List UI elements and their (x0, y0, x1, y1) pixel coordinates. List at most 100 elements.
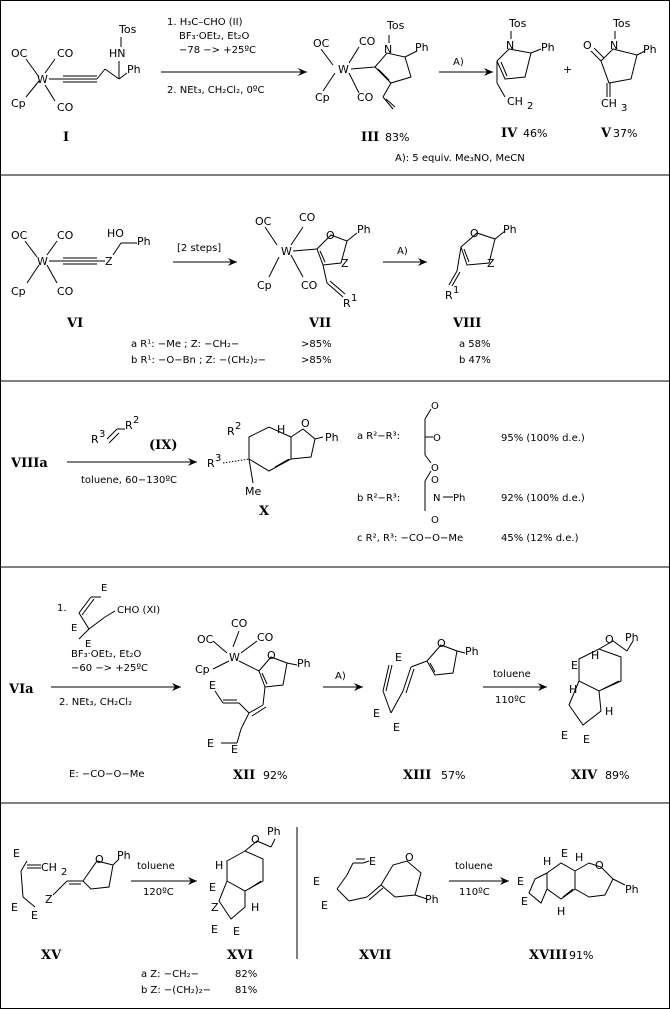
svg-text:Ph: Ph (541, 41, 555, 54)
svg-text:3: 3 (99, 429, 105, 440)
svg-text:Ph: Ph (643, 43, 657, 56)
svg-text:VII: VII (308, 316, 331, 331)
svg-text:Ph: Ph (137, 235, 151, 248)
svg-text:O: O (267, 649, 276, 662)
svg-text:O: O (301, 417, 310, 430)
svg-text:O: O (326, 229, 335, 242)
svg-text:3: 3 (215, 453, 221, 464)
svg-text:H: H (557, 905, 565, 918)
svg-text:2: 2 (133, 415, 139, 426)
svg-text:Ph: Ph (357, 223, 371, 236)
svg-text:OC: OC (11, 229, 28, 242)
svg-text:X: X (259, 504, 270, 519)
compound-IV: N Tos Ph CH 2 IV 46% (496, 17, 555, 141)
svg-text:Cp: Cp (11, 285, 26, 298)
svg-text:BF₃·OEt₂, Et₂O: BF₃·OEt₂, Et₂O (179, 31, 250, 42)
svg-text:92%: 92% (263, 769, 287, 782)
row5-yield-b: 81% (235, 985, 257, 996)
svg-text:O: O (437, 637, 446, 650)
svg-text:Tos: Tos (612, 17, 631, 30)
svg-text:92% (100% d.e.): 92% (100% d.e.) (501, 493, 585, 504)
svg-text:CO: CO (357, 91, 374, 104)
svg-text:E: E (101, 583, 107, 594)
svg-text:OC: OC (255, 215, 272, 228)
svg-text:Ph: Ph (325, 431, 339, 444)
svg-text:CH: CH (601, 97, 617, 110)
svg-text:R: R (445, 289, 453, 302)
svg-text:A): A) (453, 57, 464, 68)
svg-text:H: H (543, 855, 551, 868)
svg-text:E: E (517, 875, 524, 888)
svg-text:O: O (433, 433, 441, 444)
svg-text:OC: OC (197, 633, 214, 646)
svg-text:CH: CH (507, 95, 523, 108)
row2-subst-a: a R¹: −Me ; Z: −CH₂− (131, 339, 239, 350)
svg-text:Ph: Ph (127, 63, 141, 76)
svg-text:Cp: Cp (195, 663, 210, 676)
svg-text:1. H₃C–CHO (II): 1. H₃C–CHO (II) (167, 17, 243, 28)
row3-yield-c: 45% (12% d.e.) (501, 533, 579, 544)
plus-sign: + (563, 63, 572, 76)
svg-text:VIII: VIII (452, 316, 481, 331)
svg-text:Ph: Ph (453, 493, 465, 504)
svg-text:Cp: Cp (315, 91, 330, 104)
svg-text:O: O (595, 859, 604, 872)
svg-text:XIV: XIV (571, 768, 598, 783)
svg-text:W: W (37, 255, 48, 268)
svg-text:H: H (251, 901, 259, 914)
svg-text:CO: CO (57, 47, 74, 60)
svg-text:O: O (583, 39, 592, 52)
svg-text:Ph: Ph (297, 657, 311, 670)
arrow-row5-right: toluene 110ºC (449, 861, 509, 898)
svg-text:2: 2 (527, 101, 533, 112)
row3-substituent-c: c R², R³: −CO−O−Me (357, 533, 463, 544)
svg-text:Ph: Ph (625, 883, 639, 896)
svg-text:OC: OC (313, 37, 330, 50)
svg-text:N: N (384, 43, 392, 56)
svg-text:O: O (431, 475, 439, 486)
svg-text:XIII: XIII (403, 768, 431, 783)
svg-text:120ºC: 120ºC (143, 887, 174, 898)
compound-XVII: E E E O Ph XVII (313, 851, 439, 963)
row3-substituent-a: a R²−R³: O O O 95% (100% d.e.) (357, 401, 585, 474)
svg-text:E: E (561, 847, 568, 860)
compound-VII: OC CO Cp CO W O Z Ph R 1 VII (255, 211, 371, 331)
svg-text:E: E (209, 679, 216, 692)
svg-text:E: E (11, 901, 18, 914)
svg-text:CO: CO (57, 285, 74, 298)
svg-text:−60 −> +25ºC: −60 −> +25ºC (71, 663, 148, 674)
svg-text:W: W (281, 245, 292, 258)
svg-text:III: III (361, 130, 379, 145)
svg-text:V: V (600, 126, 612, 141)
arrow-row4-step1: 1. E E E CHO (XI) BF₃·OEt₂, Et₂O −60 −> … (51, 583, 181, 708)
row5-yield-a: 82% (235, 969, 257, 980)
svg-text:Me: Me (245, 485, 261, 498)
svg-text:37%: 37% (613, 127, 637, 140)
svg-text:Ph: Ph (415, 41, 429, 54)
svg-text:Ph: Ph (465, 645, 479, 658)
svg-text:XII: XII (233, 768, 255, 783)
svg-text:R: R (91, 433, 99, 446)
svg-text:1: 1 (453, 285, 459, 296)
svg-text:Ph: Ph (625, 631, 639, 644)
svg-text:(IX): (IX) (149, 438, 177, 453)
svg-text:Ph: Ph (267, 825, 281, 838)
svg-text:toluene: toluene (455, 861, 493, 872)
svg-text:83%: 83% (385, 131, 409, 144)
svg-text:a R²−R³:: a R²−R³: (357, 431, 400, 442)
row3-start: VIIIa (10, 456, 48, 471)
svg-text:3: 3 (621, 103, 627, 114)
svg-text:W: W (229, 651, 240, 664)
svg-text:Z: Z (487, 257, 495, 270)
arrow-row2-2steps: [2 steps] (173, 243, 237, 266)
svg-text:CH: CH (41, 861, 57, 874)
svg-text:CHO (XI): CHO (XI) (117, 605, 160, 616)
svg-text:R: R (125, 419, 133, 432)
svg-text:O: O (405, 851, 414, 864)
svg-text:IV: IV (501, 126, 518, 141)
svg-text:[2 steps]: [2 steps] (177, 243, 221, 254)
svg-text:E: E (373, 707, 380, 720)
row4-e-definition: E: −CO−O−Me (69, 769, 145, 780)
